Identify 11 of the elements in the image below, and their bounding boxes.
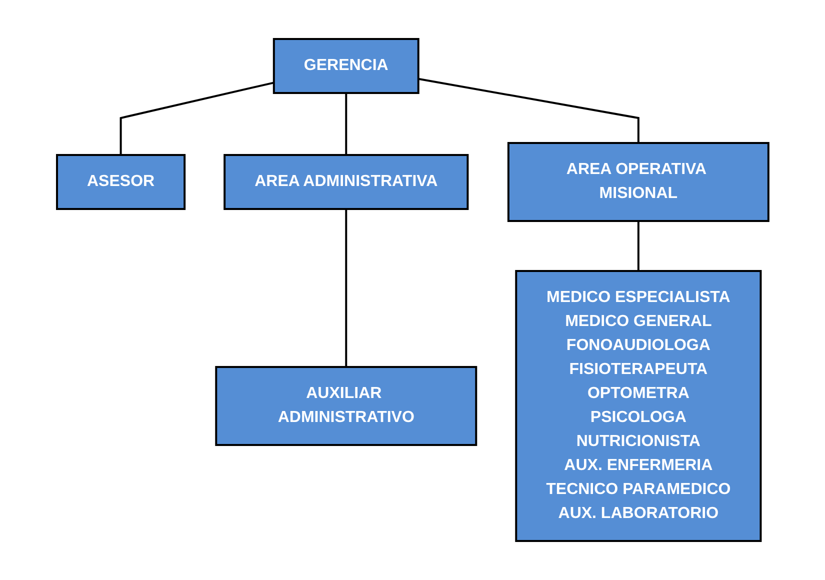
node-box: AUXILIAR ADMINISTRATIVO [214,366,477,446]
node-box: ASESOR [56,154,186,210]
connector [418,78,640,143]
node-box: AREA ADMINISTRATIVA [223,154,468,210]
connector [344,209,347,367]
node-box: AREA OPERATIVA MISIONAL [507,142,770,222]
connector [120,82,274,155]
connector [344,93,347,155]
node-box: GERENCIA [272,38,420,94]
node-box: MEDICO ESPECIALISTA MEDICO GENERAL FONOAUDIOLOGA FISIOTERAPEUTA OPTOMETRA PSICOLOGA NUTRICIONISTA AUX. ENFERMERIA TECNICO PARAMEDICO AUX. LABORATORIO [514,270,762,542]
connector [637,221,640,271]
